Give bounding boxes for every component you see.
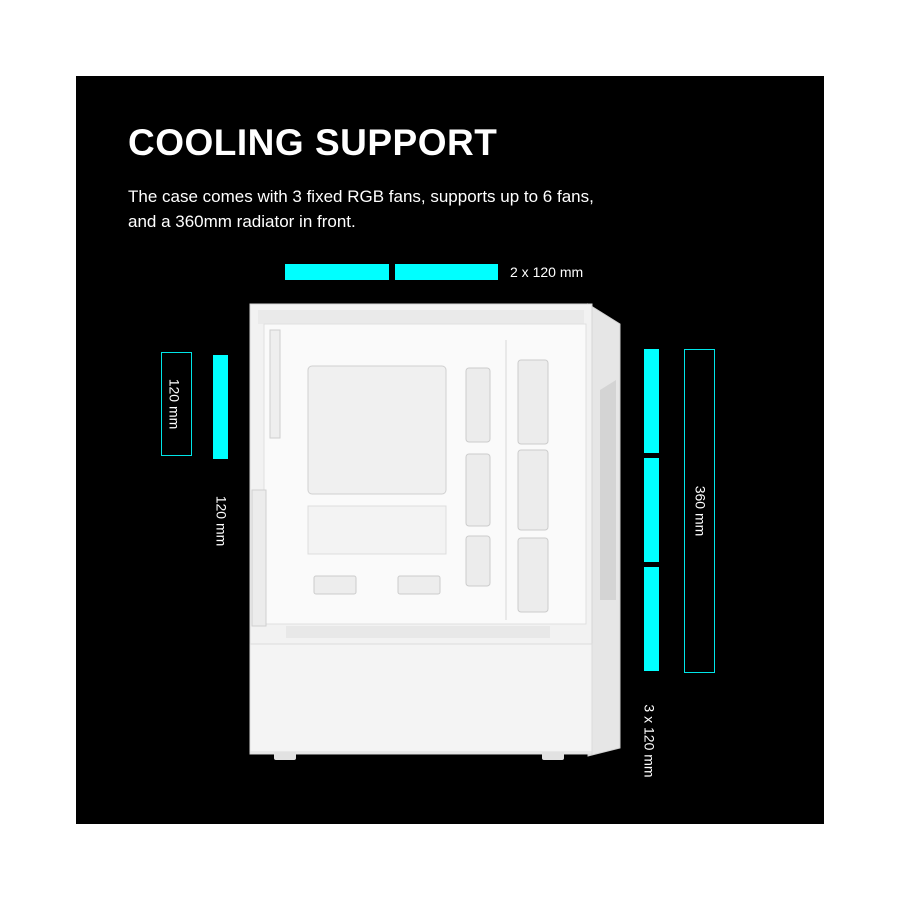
description: The case comes with 3 fixed RGB fans, su…: [128, 184, 728, 234]
description-line-2: and a 360mm radiator in front.: [128, 212, 356, 231]
pc-case-illustration: [249, 303, 621, 760]
front-fan-bar-2: [644, 458, 659, 562]
front-fan-bar-3: [644, 567, 659, 671]
front-fans-label: 3 x 120 mm: [641, 704, 658, 778]
radiator-label: 360 mm: [692, 485, 709, 537]
top-fan-bar-1: [285, 264, 389, 280]
top-fan-bar-2: [395, 264, 498, 280]
rear-outline-label: 120 mm: [166, 378, 183, 430]
top-fans-label: 2 x 120 mm: [510, 264, 584, 280]
description-line-1: The case comes with 3 fixed RGB fans, su…: [128, 187, 594, 206]
rear-fan-label: 120 mm: [213, 495, 230, 547]
cooling-support-panel: COOLING SUPPORT The case comes with 3 fi…: [76, 76, 824, 824]
front-fan-bar-1: [644, 349, 659, 453]
radiator-outline: [684, 349, 715, 673]
rear-fan-bar: [213, 355, 228, 459]
page-title: COOLING SUPPORT: [128, 122, 498, 163]
rear-fan-outline: [161, 352, 192, 456]
